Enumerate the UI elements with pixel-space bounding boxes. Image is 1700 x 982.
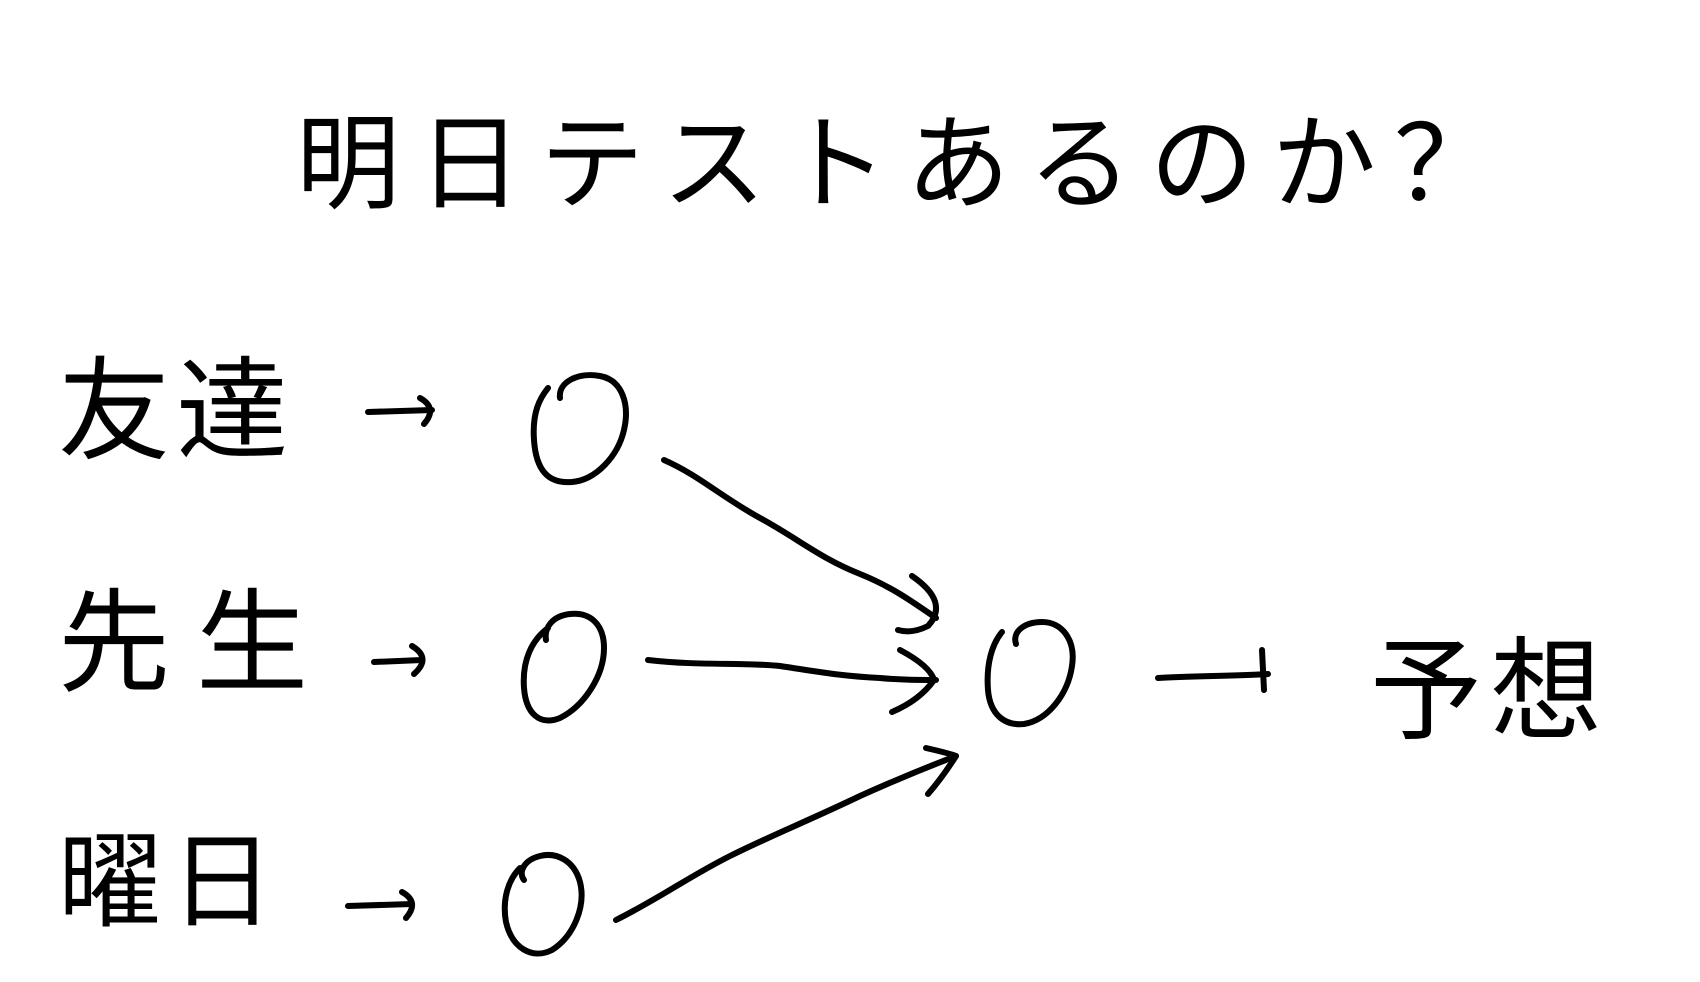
arrow-hidden-to-output [1155,647,1271,693]
input-label-weekday: 曜日 [58,821,282,943]
connection-weekday-to-hidden [613,745,959,923]
connection-friends-to-hidden [661,457,939,635]
connection-teacher-to-hidden [645,647,939,715]
page-title: 明日テストあるのか？ [296,103,1516,225]
arrow-weekday-to-node [345,889,415,921]
input-node-teacher [520,610,607,724]
arrow-friends-to-node [365,395,435,427]
input-node-weekday [501,852,585,957]
input-label-teacher: 先生 [58,579,334,709]
output-label-prediction: 予想 [1370,627,1610,757]
hidden-node [984,619,1076,728]
input-node-friends [530,372,629,486]
input-label-friends: 友達 [58,347,294,477]
arrow-teacher-to-node [371,643,426,677]
